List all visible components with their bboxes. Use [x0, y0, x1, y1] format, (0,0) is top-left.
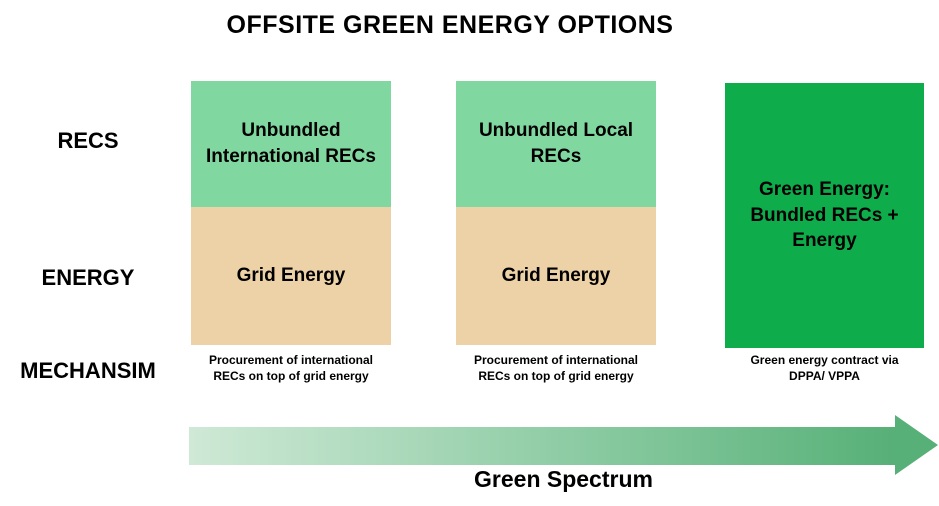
row-label-recs-text: RECS [57, 128, 119, 153]
mechanism-note-international-text: Procurement of international RECs on top… [208, 353, 374, 383]
page-title: OFFSITE GREEN ENERGY OPTIONS [226, 11, 674, 39]
energy-block-local-text: Grid Energy [501, 265, 611, 287]
recs-block-local-text: Unbundled Local RECs [478, 120, 634, 167]
recs-block-local: Unbundled Local RECs [456, 81, 656, 207]
mechanism-note-international: Procurement of international RECs on top… [191, 353, 391, 384]
mechanism-note-bundled: Green energy contract via DPPA/ VPPA [725, 353, 924, 384]
row-label-energy: ENERGY [0, 258, 176, 298]
recs-block-international: Unbundled International RECs [191, 81, 391, 207]
energy-block-international: Grid Energy [191, 207, 391, 345]
green-spectrum-label: Green Spectrum [474, 466, 653, 492]
bundled-green-energy-block: Green Energy: Bundled RECs + Energy [725, 83, 924, 348]
green-spectrum-arrow-body [189, 427, 896, 465]
mechanism-note-local: Procurement of international RECs on top… [456, 353, 656, 384]
mechanism-note-local-text: Procurement of international RECs on top… [473, 353, 639, 383]
mechanism-note-bundled-text: Green energy contract via DPPA/ VPPA [750, 353, 899, 383]
bundled-green-energy-block-text: Green Energy: Bundled RECs + Energy [750, 179, 899, 252]
row-label-recs: RECS [0, 121, 176, 161]
energy-block-international-text: Grid Energy [236, 265, 346, 287]
recs-block-international-text: Unbundled International RECs [206, 120, 376, 167]
energy-block-local: Grid Energy [456, 207, 656, 345]
row-label-mechanism: MECHANSIM [0, 351, 176, 391]
row-label-energy-text: ENERGY [41, 265, 135, 290]
row-label-mechanism-text: MECHANSIM [20, 358, 156, 383]
